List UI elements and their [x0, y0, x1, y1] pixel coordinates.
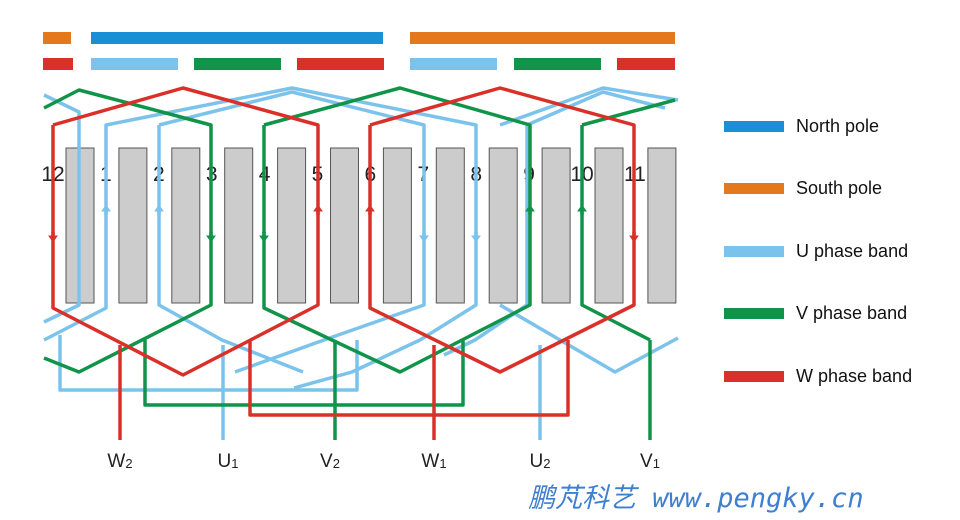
w-band-bar [43, 58, 73, 70]
legend-item: W phase band [724, 345, 954, 408]
phase-band-bars [43, 58, 675, 70]
slot-6 [382, 147, 412, 304]
slot-4 [277, 147, 307, 304]
v-band-bar [514, 58, 601, 70]
watermark-cn: 鹏芃科艺 [528, 483, 636, 514]
north-pole-bar [91, 32, 383, 44]
slot-7 [435, 147, 465, 304]
watermark: 鹏芃科艺 www.pengky.cn [528, 476, 864, 515]
terminal-v2: V2 [320, 451, 340, 472]
slot-8 [488, 147, 518, 304]
legend-item: U phase band [724, 220, 954, 283]
w-band-bar [617, 58, 675, 70]
w-phase-winding [48, 86, 639, 440]
v-band-bar [194, 58, 281, 70]
legend-swatch [724, 245, 784, 257]
legend-label: W phase band [796, 365, 913, 386]
pole-bars [43, 32, 675, 44]
terminal-w1: W1 [421, 451, 446, 472]
slot-11 [647, 147, 677, 304]
slot-9 [541, 147, 571, 304]
v-phase-winding [43, 86, 676, 440]
w-band-bar [297, 58, 384, 70]
terminal-labels: W2 U1 V2 W1 U2 V1 [107, 451, 660, 472]
slot-10 [594, 147, 624, 304]
terminal-u1: U1 [218, 451, 239, 472]
legend-label: North pole [796, 115, 880, 136]
legend-item: V phase band [724, 283, 954, 346]
u-band-bar [410, 58, 497, 70]
watermark-url: www.pengky.cn [652, 483, 864, 514]
slot-5 [330, 147, 359, 304]
u-band-bar [91, 58, 178, 70]
slot-3 [224, 147, 254, 304]
terminal-u2: U2 [530, 451, 551, 472]
legend-swatch [724, 308, 784, 320]
slot-1 [118, 147, 148, 304]
slot-2 [171, 147, 201, 304]
stator-slots [65, 147, 677, 304]
south-pole-bar [43, 32, 71, 44]
legend-swatch [724, 183, 784, 195]
legend-label: South pole [796, 178, 883, 199]
terminal-w2: W2 [107, 451, 132, 472]
legend-swatch [724, 370, 784, 382]
terminal-v1: V1 [640, 451, 660, 472]
legend-label: V phase band [796, 303, 908, 324]
legend-item: North pole [724, 95, 954, 158]
legend-label: U phase band [796, 240, 909, 261]
south-pole-bar [410, 32, 675, 44]
legend-item: South pole [724, 158, 954, 221]
legend-swatch [724, 120, 784, 132]
